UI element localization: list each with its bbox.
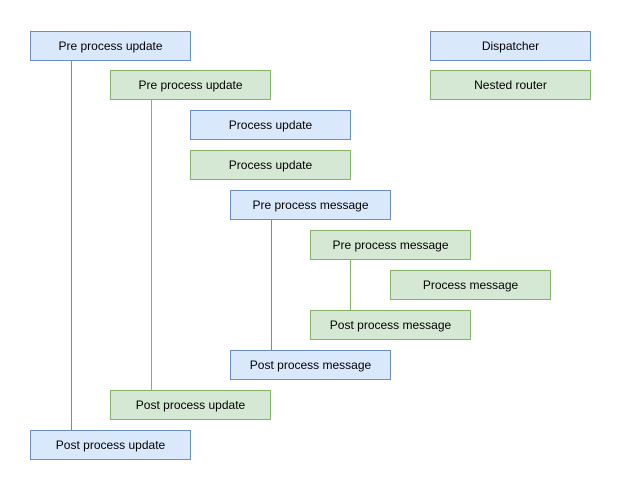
connector-message-nested-router [350, 260, 351, 310]
node-post-process-update-nested-router: Post process update [110, 390, 271, 420]
node-pre-process-message-dispatcher: Pre process message [230, 190, 391, 220]
connector-update-nested-router [151, 100, 152, 390]
node-post-process-update-dispatcher: Post process update [30, 430, 191, 460]
node-process-update-dispatcher: Process update [190, 110, 351, 140]
connector-message-dispatcher [271, 220, 272, 350]
node-post-process-message-dispatcher: Post process message [230, 350, 391, 380]
node-pre-process-update-nested-router: Pre process update [110, 70, 271, 100]
node-process-update-nested-router: Process update [190, 150, 351, 180]
connector-update-dispatcher [71, 61, 72, 430]
legend-dispatcher: Dispatcher [430, 31, 591, 61]
node-process-message-nested-router: Process message [390, 270, 551, 300]
node-post-process-message-nested-router: Post process message [310, 310, 471, 340]
legend-nested-router: Nested router [430, 70, 591, 100]
node-pre-process-message-nested-router: Pre process message [310, 230, 471, 260]
node-pre-process-update-dispatcher: Pre process update [30, 31, 191, 61]
